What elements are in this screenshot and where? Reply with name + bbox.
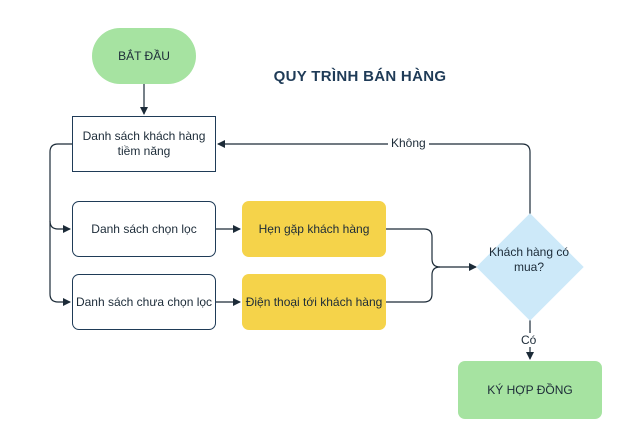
edge-label-no: Không	[388, 136, 429, 150]
edge-prospects-to-unselected	[49, 221, 71, 306]
prospects-list-node: Danh sách khách hàng tiềm năng	[72, 116, 216, 172]
unselected-list-node: Danh sách chưa chọn lọc	[72, 274, 216, 330]
diagram-title: QUY TRÌNH BÁN HÀNG	[273, 68, 447, 85]
decision-label: Khách hàng có mua?	[488, 245, 570, 274]
start-node: BẮT ĐẦU	[92, 28, 196, 84]
edge-meet-to-decision	[386, 228, 477, 271]
end-node: KÝ HỢP ĐỒNG	[458, 361, 602, 419]
decision-diamond	[476, 213, 584, 321]
call-customer-node: Điện thoại tới khách hàng	[242, 274, 386, 330]
edge-label-yes: Có	[518, 333, 540, 347]
selected-list-node: Danh sách chọn lọc	[72, 201, 216, 257]
edge-prospects-to-selected	[49, 143, 72, 233]
meet-customer-node: Hẹn gặp khách hàng	[242, 201, 386, 257]
edge-call-to-decision	[386, 266, 441, 303]
edge-decision-no-to-prospects	[217, 140, 531, 214]
